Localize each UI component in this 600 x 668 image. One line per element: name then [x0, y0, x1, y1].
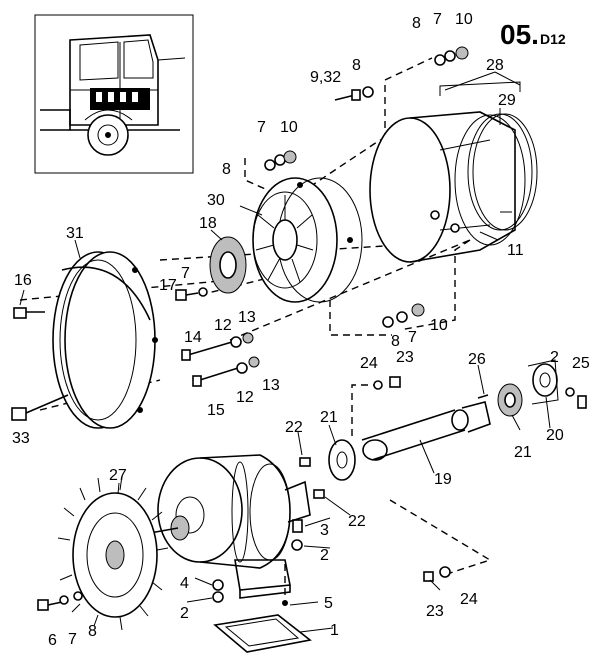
label-30: 30	[207, 192, 225, 209]
label-10-mid: 10	[280, 119, 298, 136]
label-8-right: 8	[391, 333, 400, 350]
label-12-upper: 12	[214, 317, 232, 334]
label-14: 14	[184, 329, 202, 346]
label-17: 17	[159, 277, 177, 294]
part-28-bell-housing	[369, 111, 526, 263]
label-9-32: 9,32	[310, 69, 341, 86]
label-25: 25	[572, 355, 590, 372]
truck-inset	[34, 14, 194, 174]
label-26: 26	[468, 351, 486, 368]
page-code: 05. D12	[500, 19, 566, 50]
label-7-bottom: 7	[68, 631, 77, 648]
label-23-lower: 23	[426, 603, 444, 620]
page-code-main: 05.	[500, 19, 539, 50]
label-13-lower: 13	[262, 377, 280, 394]
label-8-upper: 8	[352, 57, 361, 74]
label-4: 4	[180, 575, 189, 592]
label-16: 16	[14, 272, 32, 289]
label-18: 18	[199, 215, 217, 232]
label-11: 11	[507, 242, 524, 259]
label-10-right: 10	[430, 317, 448, 334]
label-3: 3	[320, 522, 329, 539]
label-31: 31	[66, 225, 84, 242]
part-18-cover	[209, 236, 247, 294]
label-7-top: 7	[433, 11, 442, 28]
part-31-cowl	[52, 251, 158, 429]
motor-body	[149, 454, 311, 599]
label-21-left: 21	[320, 409, 338, 426]
label-33: 33	[12, 430, 30, 447]
label-8-mid: 8	[222, 161, 231, 178]
label-15: 15	[207, 402, 225, 419]
label-2-bottom: 2	[180, 605, 189, 622]
label-24-upper: 24	[360, 355, 378, 372]
label-27: 27	[109, 467, 127, 484]
label-7-mid: 7	[257, 119, 266, 136]
label-21-right: 21	[514, 444, 532, 461]
label-2-right: 2	[550, 349, 559, 366]
label-10-top: 10	[455, 11, 473, 28]
label-13-upper: 13	[238, 309, 256, 326]
label-19: 19	[434, 471, 452, 488]
label-20: 20	[546, 427, 564, 444]
label-29: 29	[498, 92, 516, 109]
label-2-mid: 2	[320, 547, 329, 564]
label-7-left: 7	[181, 265, 190, 282]
fasteners	[11, 46, 587, 611]
part-30-housing	[252, 177, 363, 303]
label-7-right: 7	[408, 329, 417, 346]
part-19-shaft	[328, 359, 559, 481]
label-24-lower: 24	[460, 591, 478, 608]
label-6: 6	[48, 632, 57, 649]
label-5: 5	[324, 595, 333, 612]
part-28-bracket	[439, 81, 521, 96]
label-22-upper: 22	[285, 419, 303, 436]
part-26-key	[477, 394, 489, 399]
label-22-lower: 22	[348, 513, 366, 530]
leader-lines	[19, 71, 551, 633]
label-23-upper: 23	[396, 349, 414, 366]
part-5-pin	[282, 600, 288, 606]
page-code-suffix: D12	[540, 31, 566, 47]
part-labels: 8 7 10 8 9,32 28 29 7 10 8 30 18 31 11 1…	[12, 11, 590, 649]
label-1: 1	[330, 622, 339, 639]
part-27-fan	[57, 475, 169, 631]
label-28: 28	[486, 57, 504, 74]
part-1-gasket	[213, 614, 312, 653]
part-29-flange	[467, 113, 538, 231]
label-12-lower: 12	[236, 389, 254, 406]
label-8-top: 8	[412, 15, 421, 32]
label-8-bottom: 8	[88, 623, 97, 640]
